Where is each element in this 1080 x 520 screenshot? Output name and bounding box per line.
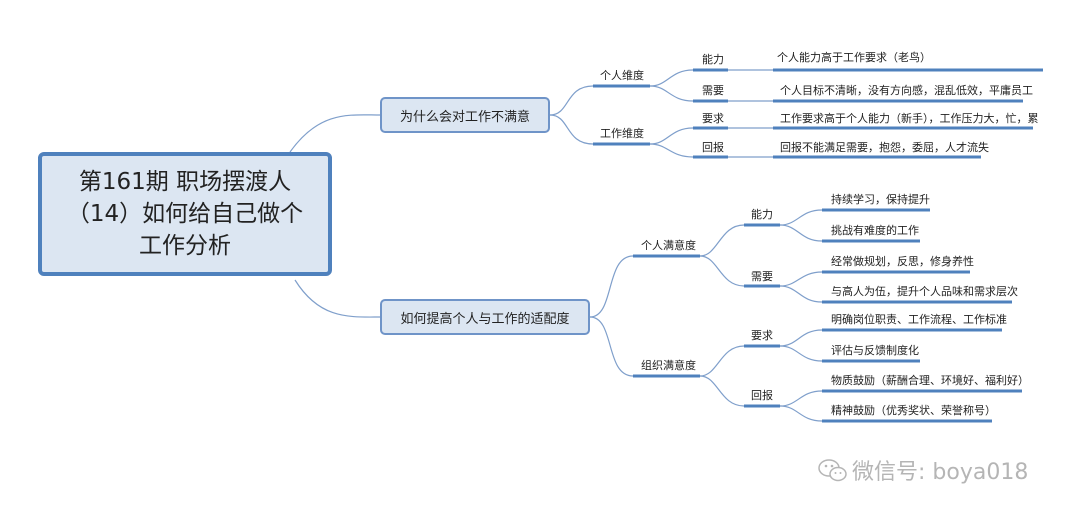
node-requirement: 要求 [702, 112, 724, 125]
node-reward: 回报 [751, 388, 773, 402]
connector [549, 85, 594, 116]
leaf: 精神鼓励（优秀奖状、荣誉称号） [831, 403, 996, 417]
connector [779, 271, 823, 287]
connector [699, 224, 745, 257]
leaf: 与高人为伍，提升个人品味和需求层次 [831, 284, 1018, 298]
connector [779, 209, 823, 226]
connector [699, 255, 745, 287]
leaf: 经常做规划，反思，修身养性 [831, 254, 974, 268]
connector [649, 143, 694, 158]
root-topic: 第161期 职场摆渡人（14）如何给自己做个工作分析 [38, 152, 332, 276]
connector [589, 255, 634, 318]
watermark: 微信号: boya018 [818, 454, 1028, 486]
connector [549, 114, 594, 145]
connector [649, 127, 694, 145]
connector [779, 285, 823, 303]
connector [589, 316, 634, 377]
wechat-icon [818, 459, 847, 482]
leaf: 个人目标不清晰，没有方向感，混乱低效，平庸员工 [780, 83, 1033, 97]
connector [779, 224, 823, 242]
node-reward: 回报 [702, 140, 724, 154]
node-ability: 能力 [702, 52, 724, 66]
leaf: 挑战有难度的工作 [831, 223, 919, 237]
leaf: 物质鼓励（薪酬合理、环境好、福利好） [831, 373, 1029, 387]
leaf: 评估与反馈制度化 [831, 343, 919, 357]
connector [699, 345, 745, 377]
branch-improve-fit: 如何提高个人与工作的适配度 [380, 299, 590, 335]
branch-label: 为什么会对工作不满意 [399, 109, 530, 125]
connector [779, 345, 823, 362]
node-personal-satisfaction: 个人满意度 [641, 238, 696, 252]
leaf: 个人能力高于工作要求（老鸟） [777, 50, 931, 64]
node-org-satisfaction: 组织满意度 [641, 358, 696, 372]
node-ability: 能力 [751, 207, 773, 221]
node-personal-dimension: 个人维度 [600, 68, 644, 82]
leaf: 工作要求高于个人能力（新手），工作压力大，忙，累 [780, 111, 1039, 125]
root-title: 第161期 职场摆渡人（14）如何给自己做个工作分析 [66, 169, 304, 259]
connector [779, 390, 823, 407]
node-need: 需要 [751, 270, 773, 283]
node-work-dimension: 工作维度 [600, 126, 644, 140]
branch-why-dissatisfied: 为什么会对工作不满意 [380, 97, 550, 133]
connector [294, 279, 381, 318]
connector [649, 85, 694, 102]
leaf: 持续学习，保持提升 [831, 192, 930, 206]
watermark-text: 微信号: boya018 [852, 460, 1029, 485]
connector [289, 114, 381, 153]
connector [779, 405, 823, 422]
leaf: 明确岗位职责、工作流程、工作标准 [831, 312, 1007, 326]
branch-label: 如何提高个人与工作的适配度 [400, 311, 570, 327]
connector [779, 329, 823, 347]
leaf: 回报不能满足需要，抱怨，委屈，人才流失 [780, 140, 989, 154]
connector [649, 69, 694, 87]
node-need: 需要 [702, 84, 724, 97]
connector [699, 375, 745, 407]
node-requirement: 要求 [751, 329, 773, 342]
